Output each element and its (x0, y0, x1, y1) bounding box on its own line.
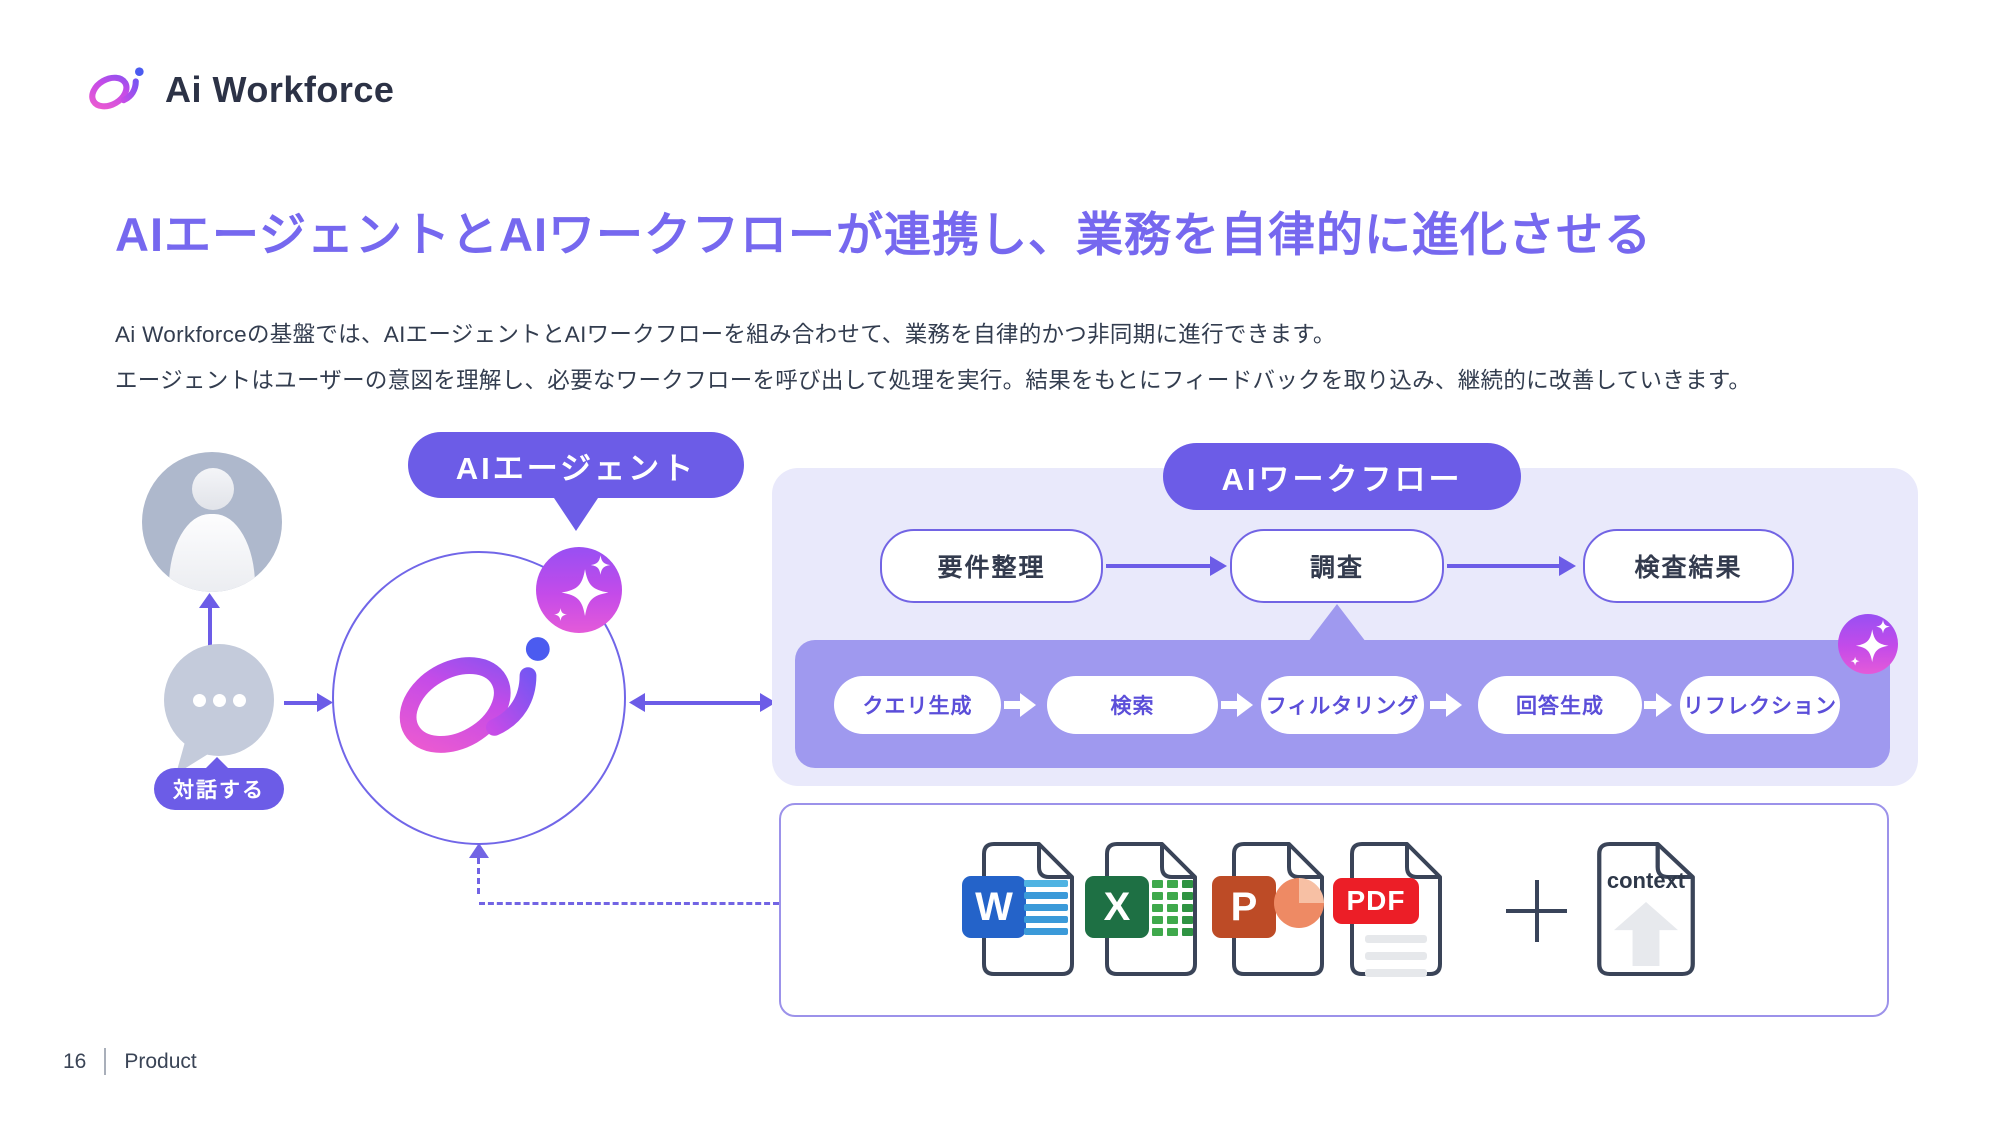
pdf-text-lines (1365, 935, 1427, 977)
ai-logo-icon (89, 67, 144, 110)
word-file-icon: W (962, 840, 1076, 978)
pdf-badge: PDF (1333, 878, 1419, 924)
arrow-agent-workflow (642, 701, 764, 705)
substep-filtering: フィルタリング (1261, 676, 1424, 734)
ai-logo-icon (399, 637, 550, 753)
context-file-icon: context (1595, 840, 1697, 978)
footer-divider (104, 1048, 107, 1075)
substep-arrow (1430, 701, 1448, 709)
agent-pill-tail (552, 495, 600, 531)
footer-section: Product (124, 1049, 197, 1073)
substep-arrow (1004, 701, 1022, 709)
arrow-right-head-icon (317, 693, 333, 712)
arrow-bubble-to-agent (284, 701, 320, 705)
excel-grid (1152, 880, 1193, 936)
sparkle-badge (1838, 614, 1898, 674)
sparkle-icon (1850, 619, 1890, 666)
sparkle-badge (536, 547, 622, 633)
substep-arrow (1221, 701, 1239, 709)
brand-logo: Ai Workforce (85, 64, 394, 115)
arrow-bubble-to-user (208, 606, 212, 646)
dialog-label: 対話する (154, 768, 284, 810)
excel-file-icon: X (1085, 840, 1199, 978)
slide-footer: 16 Product (63, 1048, 197, 1075)
bubble-dot (212, 693, 226, 707)
powerpoint-file-icon: P (1212, 840, 1326, 978)
description-line-1: Ai Workforceの基盤では、AIエージェントとAIワークフローを組み合わ… (115, 322, 1336, 347)
substep-answer-generation: 回答生成 (1478, 676, 1642, 734)
chat-bubble-icon (164, 644, 274, 756)
description-line-2: エージェントはユーザーの意図を理解し、必要なワークフローを呼び出して処理を実行。… (115, 368, 1752, 393)
feedback-arrow-horizontal (479, 902, 779, 905)
feedback-arrow-vertical (477, 858, 480, 894)
word-badge: W (962, 876, 1026, 938)
arrow-up-head-icon (199, 593, 220, 608)
powerpoint-badge: P (1212, 876, 1276, 938)
bubble-dot (232, 693, 246, 707)
agent-circle (332, 551, 626, 845)
pie-chart-icon (1274, 878, 1324, 928)
excel-badge: X (1085, 876, 1149, 938)
workflow-label: AIワークフロー (1163, 443, 1521, 510)
bubble-dot (192, 693, 206, 707)
arrow-step-2-3 (1447, 564, 1560, 568)
feedback-arrow-head-icon (469, 843, 489, 858)
page-title: AIエージェントとAIワークフローが連携し、業務を自律的に進化させる (115, 208, 1653, 261)
brand-name: Ai Workforce (165, 68, 395, 110)
arrow-step-1-2 (1106, 564, 1212, 568)
workflow-step-results: 検査結果 (1583, 529, 1794, 603)
workflow-step-research: 調査 (1230, 529, 1444, 603)
pdf-file-icon: PDF (1333, 840, 1444, 978)
description-text: Ai Workforceの基盤では、AIエージェントとAIワークフローを組み合わ… (115, 312, 1915, 404)
arrow-left-head-icon (629, 693, 645, 712)
word-text-lines (1024, 880, 1068, 935)
avatar-head (192, 468, 234, 510)
sparkle-icon (554, 555, 611, 621)
avatar-body (169, 514, 255, 592)
plus-icon: + (1506, 909, 1567, 913)
agent-label: AIエージェント (408, 432, 744, 498)
context-label: context (1606, 868, 1686, 893)
substep-arrow (1644, 701, 1658, 709)
workflow-step-requirements: 要件整理 (880, 529, 1103, 603)
page-number: 16 (63, 1049, 87, 1073)
substep-search: 検索 (1047, 676, 1218, 734)
substep-reflection: リフレクション (1680, 676, 1840, 734)
substep-query-generation: クエリ生成 (834, 676, 1001, 734)
user-avatar-icon (142, 452, 282, 592)
